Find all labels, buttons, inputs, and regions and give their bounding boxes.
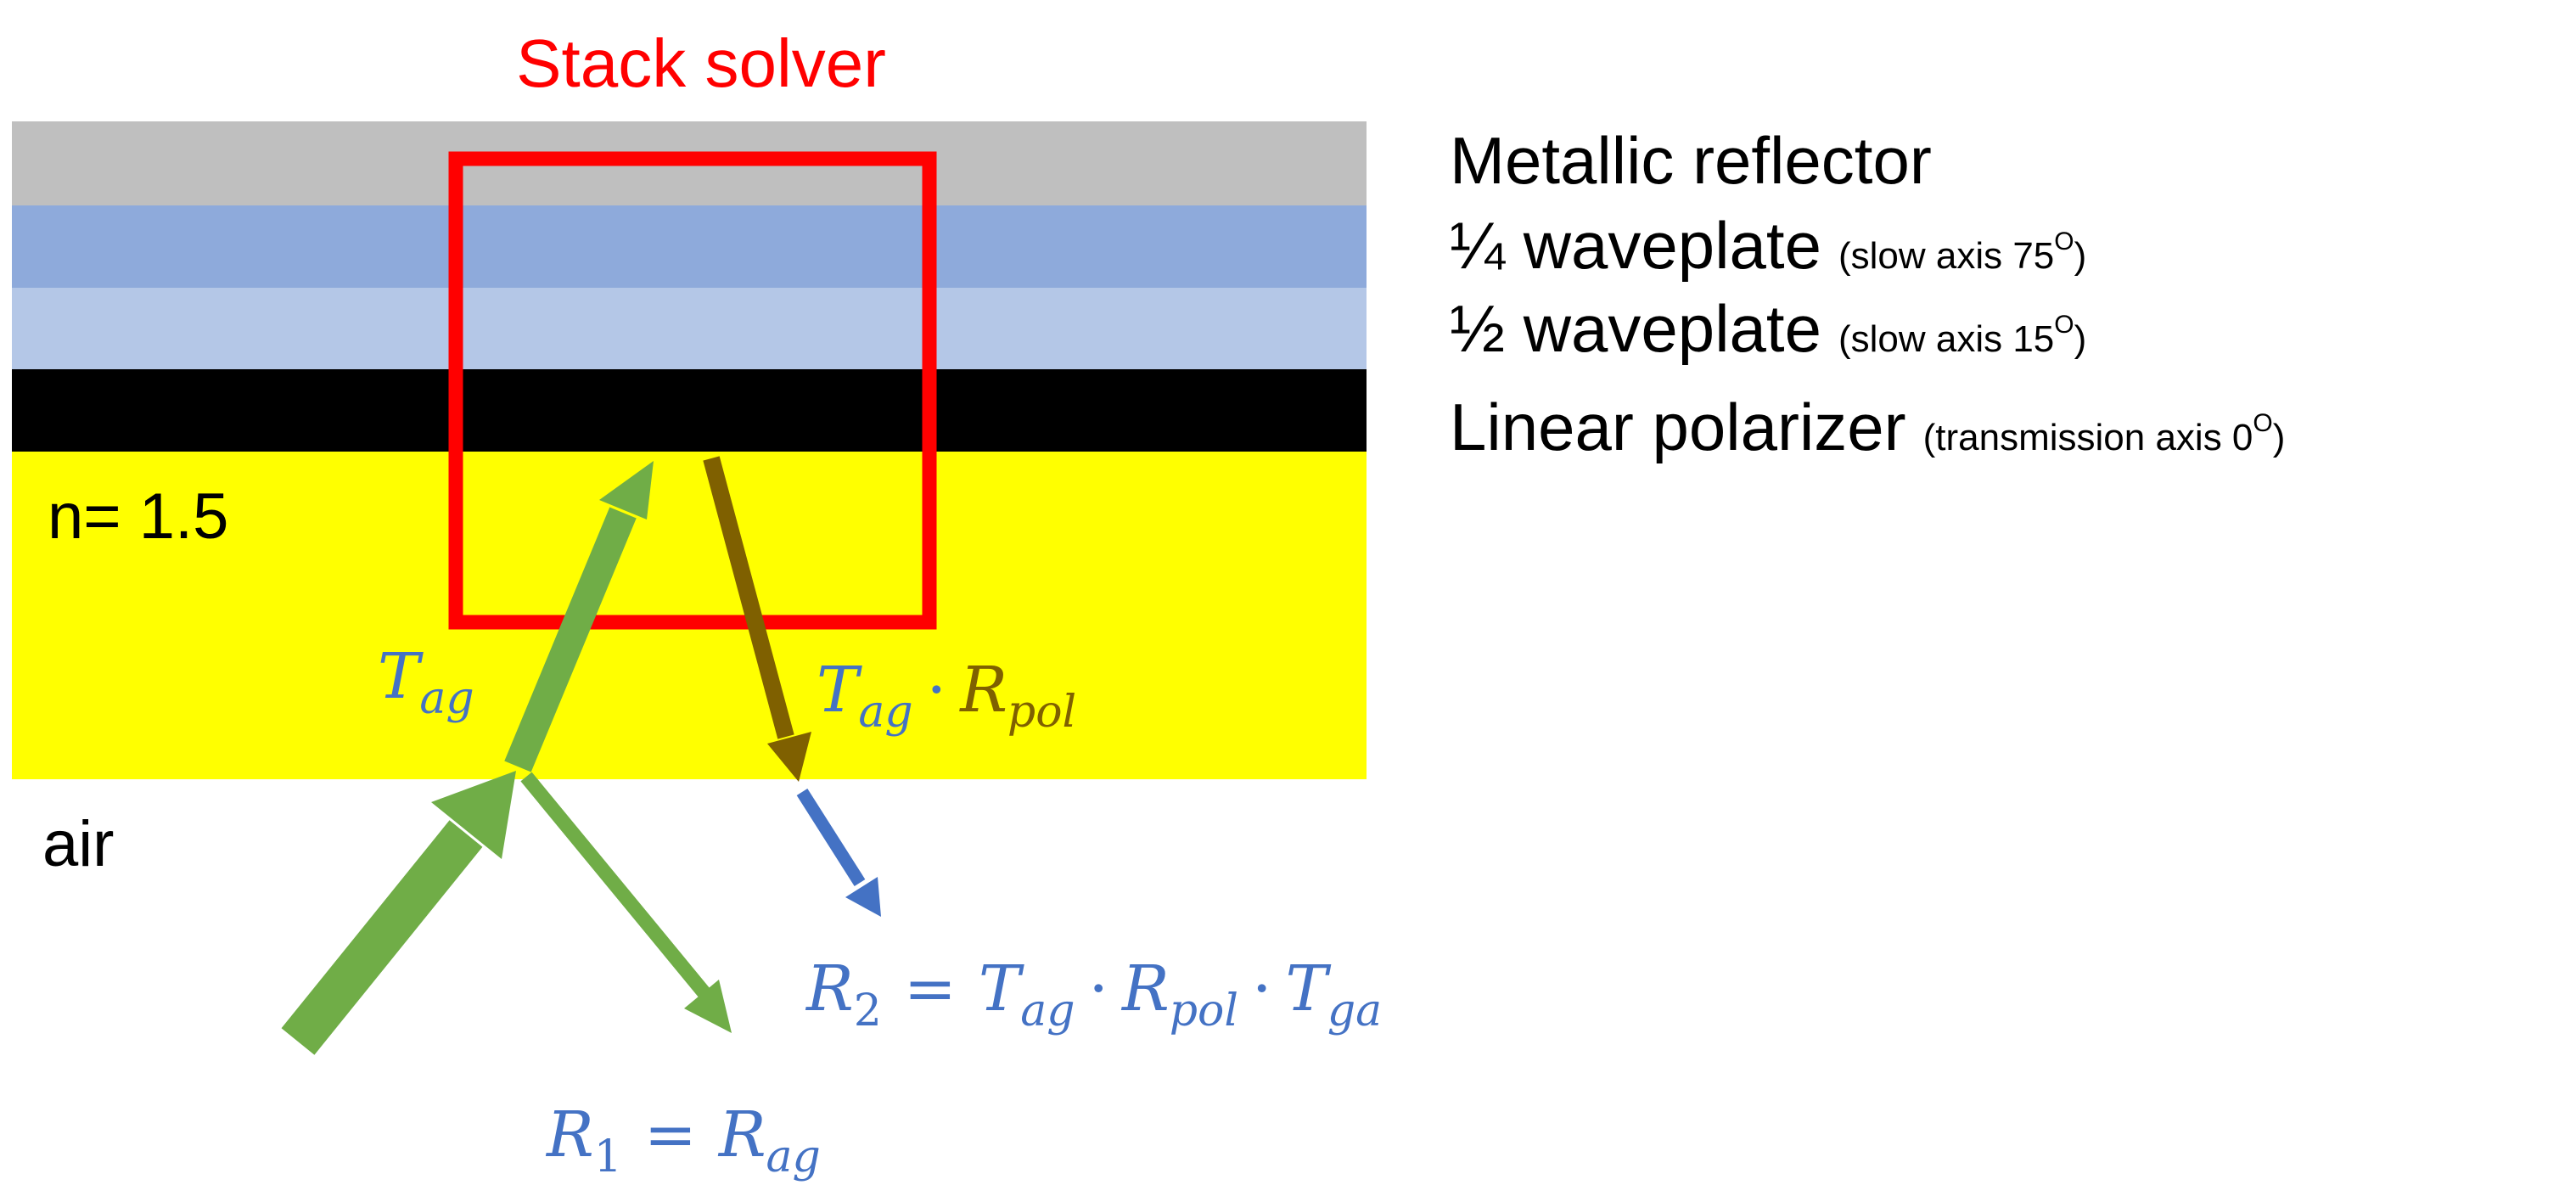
t-ag-r-pol-label: Tag·Rpol <box>817 654 1076 738</box>
linear-polarizer-layer <box>12 369 1367 452</box>
reflected-r1-arrow-icon <box>520 772 732 1033</box>
quarter-waveplate-layer <box>12 205 1367 288</box>
half-waveplate-layer <box>12 288 1367 369</box>
substrate-index-label: n= 1.5 <box>48 480 228 553</box>
r1-equation: R1=Rag <box>545 1098 821 1182</box>
layer-stack <box>12 121 1367 779</box>
r2-equation: R2=Tag·Rpol·Tga <box>805 952 1382 1036</box>
stack-solver-box <box>448 151 937 630</box>
legend-linear-polarizer: Linear polarizer(transmission axis 0O) <box>1450 390 2285 464</box>
layer-legend: Metallic reflector ¼ waveplate(slow axis… <box>1450 123 2285 464</box>
legend-half-waveplate: ½ waveplate(slow axis 15O) <box>1450 291 2086 366</box>
transmitted-arrow-icon <box>504 461 654 772</box>
t-ag-label: Tag <box>378 640 474 724</box>
diagram-title: Stack solver <box>516 25 886 101</box>
reflected-pol-arrow-icon <box>703 456 811 782</box>
ambient-air-label: air <box>42 808 114 880</box>
legend-metallic-reflector: Metallic reflector <box>1450 123 1932 198</box>
ray-arrows <box>281 456 881 1055</box>
legend-quarter-waveplate: ¼ waveplate(slow axis 75O) <box>1450 208 2086 283</box>
incident-arrow-icon <box>281 771 516 1055</box>
exit-r2-arrow-icon <box>796 788 881 917</box>
